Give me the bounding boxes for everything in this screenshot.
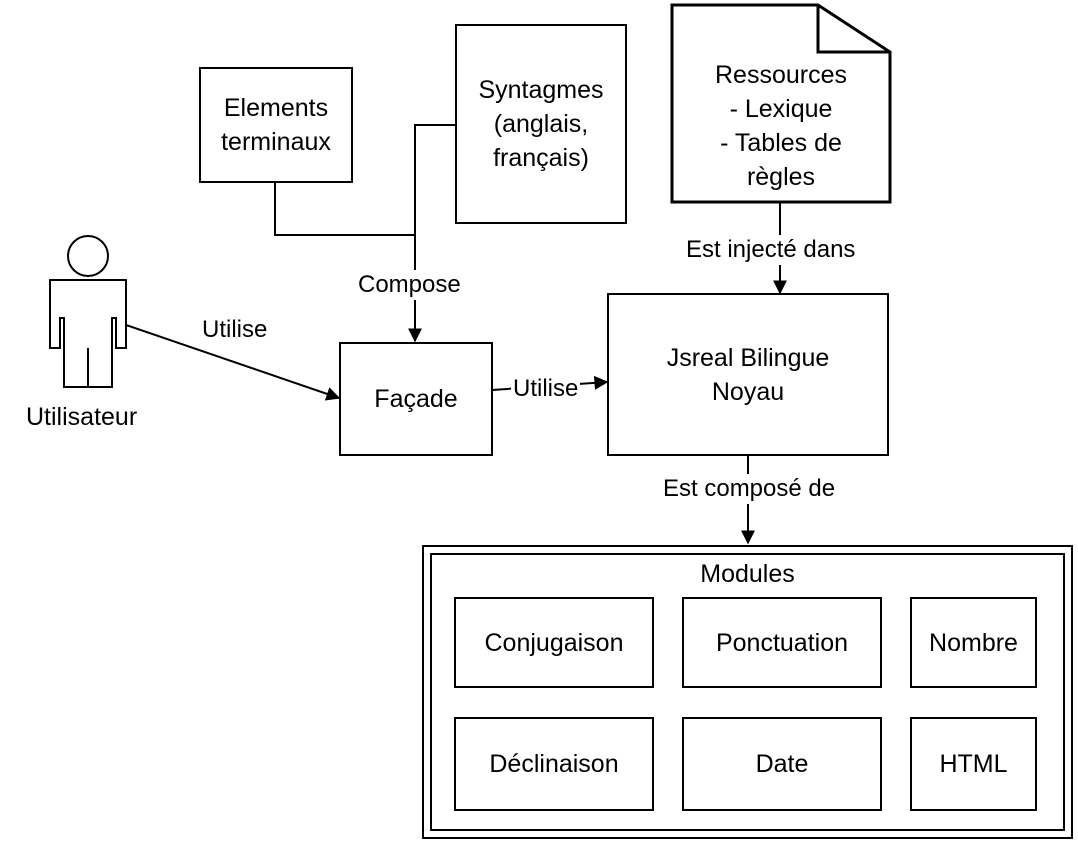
modules-title: Modules [700,560,795,588]
edge-label-compose-de: Est composé de [661,474,838,504]
node-elements-terminaux: Elements terminaux [199,67,353,183]
user-label: Utilisateur [24,402,140,432]
ressources-document-shape [670,3,892,204]
module-declinaison: Déclinaison [454,717,654,811]
node-syntagmes: Syntagmes (anglais, français) [455,24,627,224]
edge-label-compose: Compose [356,270,463,300]
edge-label-utilise-facade: Utilise [511,374,581,404]
node-facade: Façade [339,342,493,456]
module-nombre: Nombre [910,597,1037,688]
modules-container-inner [430,553,1065,831]
edge-elements-to-join [274,182,415,236]
node-jsreal-noyau: Jsreal Bilingue Noyau [607,293,889,456]
edge-label-utilise-user: Utilise [200,315,270,345]
module-ponctuation: Ponctuation [682,597,882,688]
module-date: Date [682,717,882,811]
user-figure [49,235,127,388]
edge-user-utilise-arrow [125,324,341,401]
node-ressources: Ressources - Lexique - Tables de règles [715,61,847,191]
module-html: HTML [910,717,1037,811]
modules-container-outer [422,545,1073,839]
ressources-fold [816,5,890,54]
edge-syntagmes-to-join [414,124,455,235]
edge-label-injecte: Est injecté dans [684,235,858,265]
module-conjugaison: Conjugaison [454,597,654,688]
